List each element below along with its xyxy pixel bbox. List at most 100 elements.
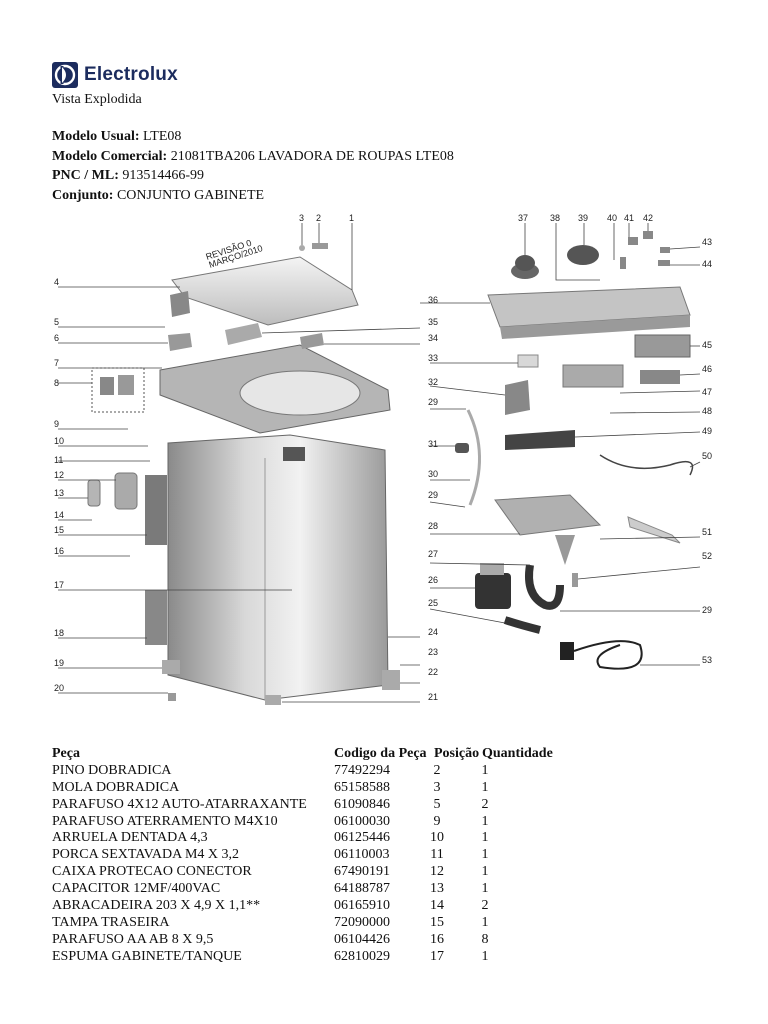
plug xyxy=(560,642,574,660)
cell-code: 06165910 xyxy=(334,898,390,914)
cell-quantity: 1 xyxy=(481,948,489,964)
cell-part: MOLA DOBRADICA xyxy=(52,779,180,795)
cell-quantity: 1 xyxy=(481,914,489,930)
dispenser xyxy=(494,494,602,536)
callout-46: 46 xyxy=(702,364,712,374)
callout-1: 1 xyxy=(349,213,354,223)
callout-37: 37 xyxy=(518,213,528,223)
cell-part: PARAFUSO 4X12 AUTO-ATARRAXANTE xyxy=(52,796,307,812)
callout-19: 19 xyxy=(54,658,64,668)
part-42 xyxy=(643,231,653,239)
board-46 xyxy=(640,370,680,384)
callout-7: 7 xyxy=(54,358,59,368)
board-47 xyxy=(562,364,624,388)
hose-30 xyxy=(466,409,482,506)
callout-27: 27 xyxy=(428,549,438,559)
bracket-4 xyxy=(170,291,190,317)
part-31 xyxy=(455,443,469,453)
callout-3: 3 xyxy=(299,213,304,223)
callout-16: 16 xyxy=(54,546,64,556)
back-panel-15 xyxy=(145,475,167,545)
pnc-ml: PNC / ML: 913514466-99 xyxy=(52,168,205,183)
cell-code: 77492294 xyxy=(334,762,390,778)
callout-14: 14 xyxy=(54,510,64,520)
knob-39 xyxy=(567,245,599,265)
back-panel-18 xyxy=(145,590,167,645)
part-44 xyxy=(658,260,670,266)
callout-41: 41 xyxy=(624,213,634,223)
cell-code: 61090846 xyxy=(334,796,390,812)
cell-position: 15 xyxy=(430,914,444,930)
callout-49: 49 xyxy=(702,426,712,436)
cell-part: PORCA SEXTAVADA M4 X 3,2 xyxy=(52,847,240,863)
header-code: Codigo da Peça xyxy=(334,746,427,761)
cell-quantity: 1 xyxy=(481,830,489,846)
callout-2: 2 xyxy=(316,213,321,223)
cell-part: ABRACADEIRA 203 X 4,9 X 1,1** xyxy=(52,898,261,914)
cell-quantity: 1 xyxy=(481,847,489,863)
callout-25: 25 xyxy=(428,598,438,608)
callout-28: 28 xyxy=(428,521,438,531)
callout-12: 12 xyxy=(54,470,64,480)
header-quantity: Quantidade xyxy=(482,746,553,761)
callout-30: 30 xyxy=(428,469,438,479)
electrolux-logo: Electrolux xyxy=(52,60,178,90)
cell-position: 10 xyxy=(430,830,444,846)
callout-39: 39 xyxy=(578,213,588,223)
bracket-6 xyxy=(168,333,192,351)
callout-43: 43 xyxy=(702,237,712,247)
lid xyxy=(171,256,359,326)
bracket-35 xyxy=(225,323,262,345)
cell-position: 2 xyxy=(433,762,441,778)
part-40 xyxy=(620,257,626,269)
callout-21: 21 xyxy=(428,692,438,702)
callout-40: 40 xyxy=(607,213,617,223)
electrolux-logo-icon xyxy=(52,62,78,88)
callout-38: 38 xyxy=(550,213,560,223)
bracket-34 xyxy=(300,333,324,349)
bracket-49 xyxy=(505,430,575,450)
cell-position: 3 xyxy=(433,779,441,795)
model-usual: Modelo Usual: LTE08 xyxy=(52,129,182,144)
foot-19 xyxy=(162,660,180,674)
cell-part: TAMPA TRASEIRA xyxy=(52,914,170,930)
callout-15: 15 xyxy=(54,525,64,535)
cell-code: 62810029 xyxy=(334,948,390,964)
cell-position: 17 xyxy=(430,948,444,964)
callout-47: 47 xyxy=(702,387,712,397)
wiring-50 xyxy=(599,454,694,476)
foot-20 xyxy=(168,693,176,701)
cell-quantity: 1 xyxy=(481,864,489,880)
header-part: Peça xyxy=(52,746,80,761)
callout-50: 50 xyxy=(702,451,712,461)
callout-22: 22 xyxy=(428,667,438,677)
model-info: Modelo Usual: LTE08 Modelo Comercial: 21… xyxy=(52,127,454,205)
cell-code: 06110003 xyxy=(334,847,390,863)
cell-part: ARRUELA DENTADA 4,3 xyxy=(52,830,208,846)
callout-51: 51 xyxy=(702,527,712,537)
cell-part: CAPACITOR 12MF/400VAC xyxy=(52,881,221,897)
cell-code: 67490191 xyxy=(334,864,390,880)
callout-44: 44 xyxy=(702,259,712,269)
callout-8: 8 xyxy=(54,378,59,388)
cell-quantity: 8 xyxy=(481,931,489,947)
cell-part: PARAFUSO ATERRAMENTO M4X10 xyxy=(52,813,278,829)
pump xyxy=(475,573,511,609)
cell-quantity: 1 xyxy=(481,779,489,795)
callout-18: 18 xyxy=(54,628,64,638)
callout-24: 24 xyxy=(428,627,438,637)
callout-17: 17 xyxy=(54,580,64,590)
callout-31: 31 xyxy=(428,439,438,449)
callout-36: 36 xyxy=(428,295,438,305)
cell-part: PINO DOBRADICA xyxy=(52,762,172,778)
callout-32: 32 xyxy=(428,377,438,387)
callout-29c: 29 xyxy=(702,605,712,615)
hose-25 xyxy=(503,616,541,634)
cell-position: 16 xyxy=(430,931,444,947)
part-43 xyxy=(660,247,670,253)
part-33 xyxy=(517,354,539,368)
conjunto: Conjunto: CONJUNTO GABINETE xyxy=(52,187,265,203)
cell-quantity: 1 xyxy=(481,881,489,897)
cabinet xyxy=(167,434,389,701)
cell-code: 06125446 xyxy=(334,830,390,846)
